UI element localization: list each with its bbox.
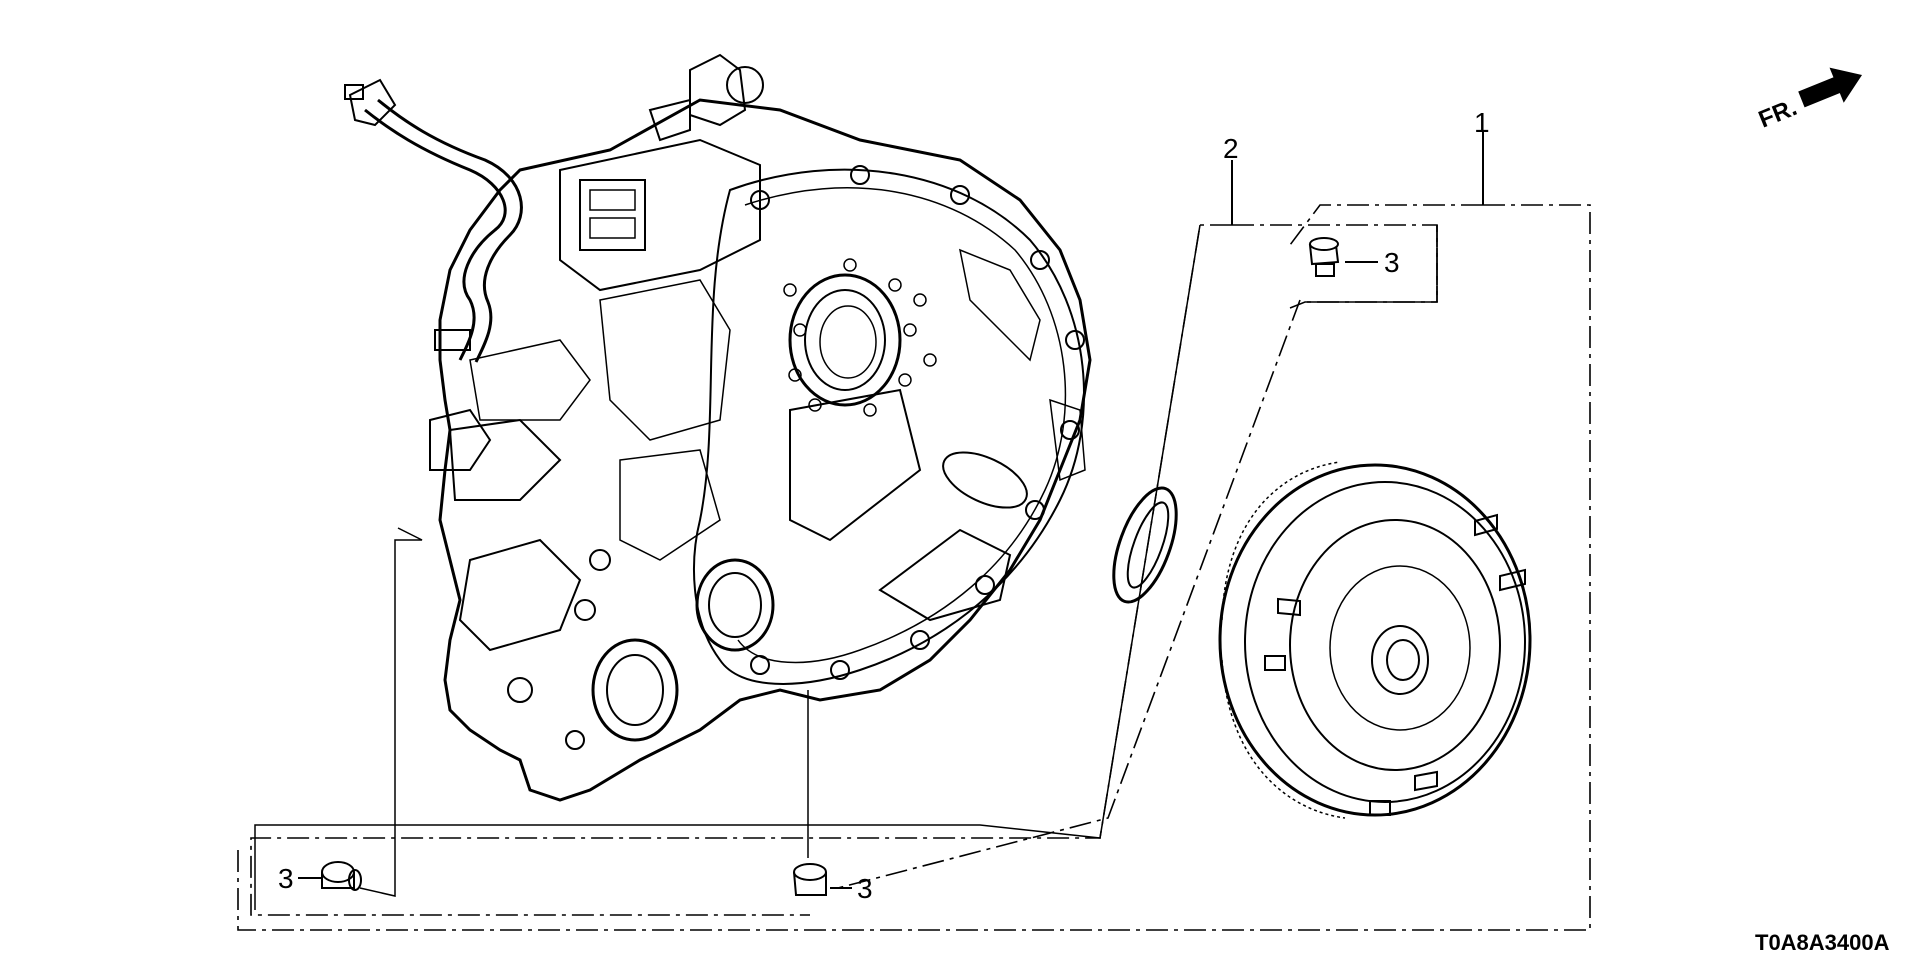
arrow-right-icon bbox=[1798, 67, 1863, 108]
callout-1: 1 bbox=[1474, 107, 1490, 138]
callout-3-left: 3 bbox=[278, 863, 294, 894]
callout-2: 2 bbox=[1223, 133, 1239, 164]
wire-harness bbox=[344, 78, 523, 363]
callout-3-top: 3 bbox=[1384, 247, 1400, 278]
leader-2-box bbox=[254, 224, 1201, 910]
bore-bolt-ring bbox=[783, 258, 937, 417]
drain-plug-bottom bbox=[793, 863, 827, 896]
converter-studs bbox=[1264, 513, 1526, 816]
front-orientation-indicator: FR. bbox=[1755, 67, 1863, 134]
callout-3-bottom: 3 bbox=[857, 873, 873, 904]
flange-bolt-holes bbox=[750, 165, 1085, 680]
input-shaft-bore bbox=[788, 273, 902, 407]
transmission-assembly bbox=[344, 53, 1092, 802]
drain-plug-top bbox=[1308, 237, 1340, 277]
fr-label: FR. bbox=[1755, 94, 1801, 134]
leader-2-box-right bbox=[1289, 225, 1438, 309]
torque-converter bbox=[1218, 461, 1532, 819]
oil-seal bbox=[1112, 486, 1178, 604]
diagram-code: T0A8A3400A bbox=[1755, 930, 1890, 955]
output-shaft-bores bbox=[591, 558, 775, 742]
drain-plug-left bbox=[321, 861, 362, 891]
guide-left-plug bbox=[359, 527, 423, 897]
